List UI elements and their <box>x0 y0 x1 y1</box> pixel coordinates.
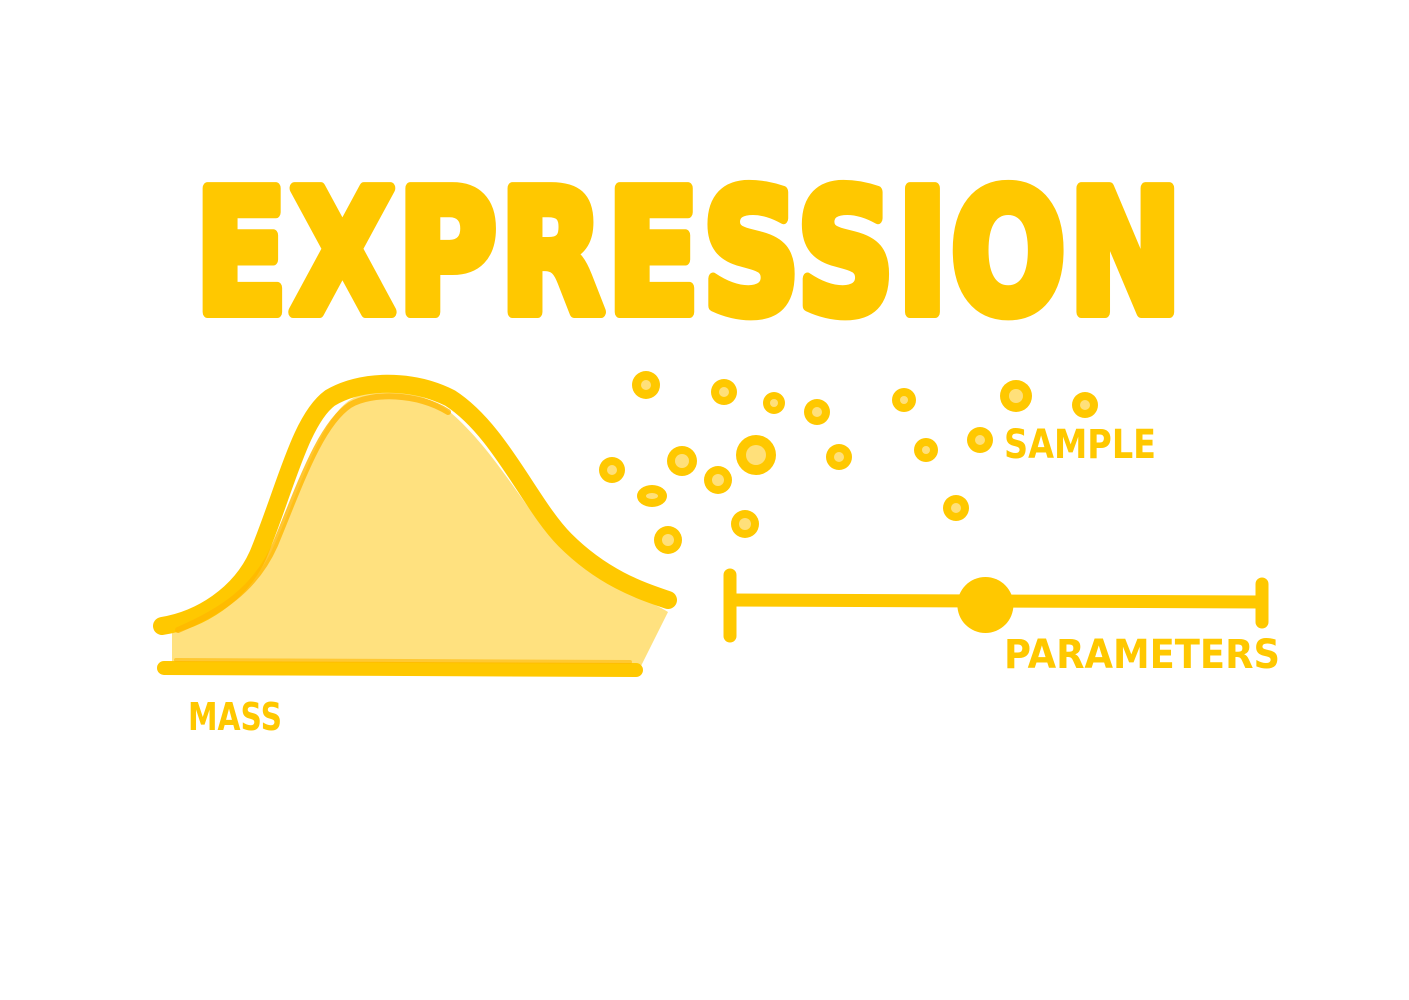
mass-fill <box>172 391 668 668</box>
mass-outline-inner <box>175 393 451 633</box>
sample-dot <box>654 526 682 554</box>
parameters-label: PARAMETERS <box>1004 632 1280 678</box>
mass-label: MASS <box>188 695 282 739</box>
parameter-slider[interactable] <box>723 568 1269 643</box>
slider-knob[interactable] <box>957 577 1014 633</box>
mass-baseline <box>157 661 643 677</box>
sample-dot <box>826 444 852 470</box>
sample-dot <box>892 388 916 412</box>
sample-dot <box>731 510 759 538</box>
sample-dot <box>667 446 697 476</box>
sample-dot <box>967 427 993 453</box>
sample-dot <box>1072 392 1098 418</box>
sample-dot <box>637 485 667 507</box>
title: EXPRESSION <box>195 155 1185 353</box>
mass-distribution <box>153 374 677 677</box>
sample-dot <box>704 466 732 494</box>
mass-baseline-shade <box>174 658 632 664</box>
sample-dot <box>599 457 625 483</box>
sample-dots <box>599 371 1098 554</box>
mass-outline <box>153 374 677 635</box>
sample-dot <box>711 379 737 405</box>
sample-dot <box>1000 380 1032 412</box>
sample-dot <box>736 435 776 475</box>
sample-dot <box>914 438 938 462</box>
sample-dot <box>763 392 785 414</box>
sample-dot <box>632 371 660 399</box>
sample-label: SAMPLE <box>1004 422 1156 468</box>
sample-dot <box>943 495 969 521</box>
sample-dot <box>804 399 830 425</box>
